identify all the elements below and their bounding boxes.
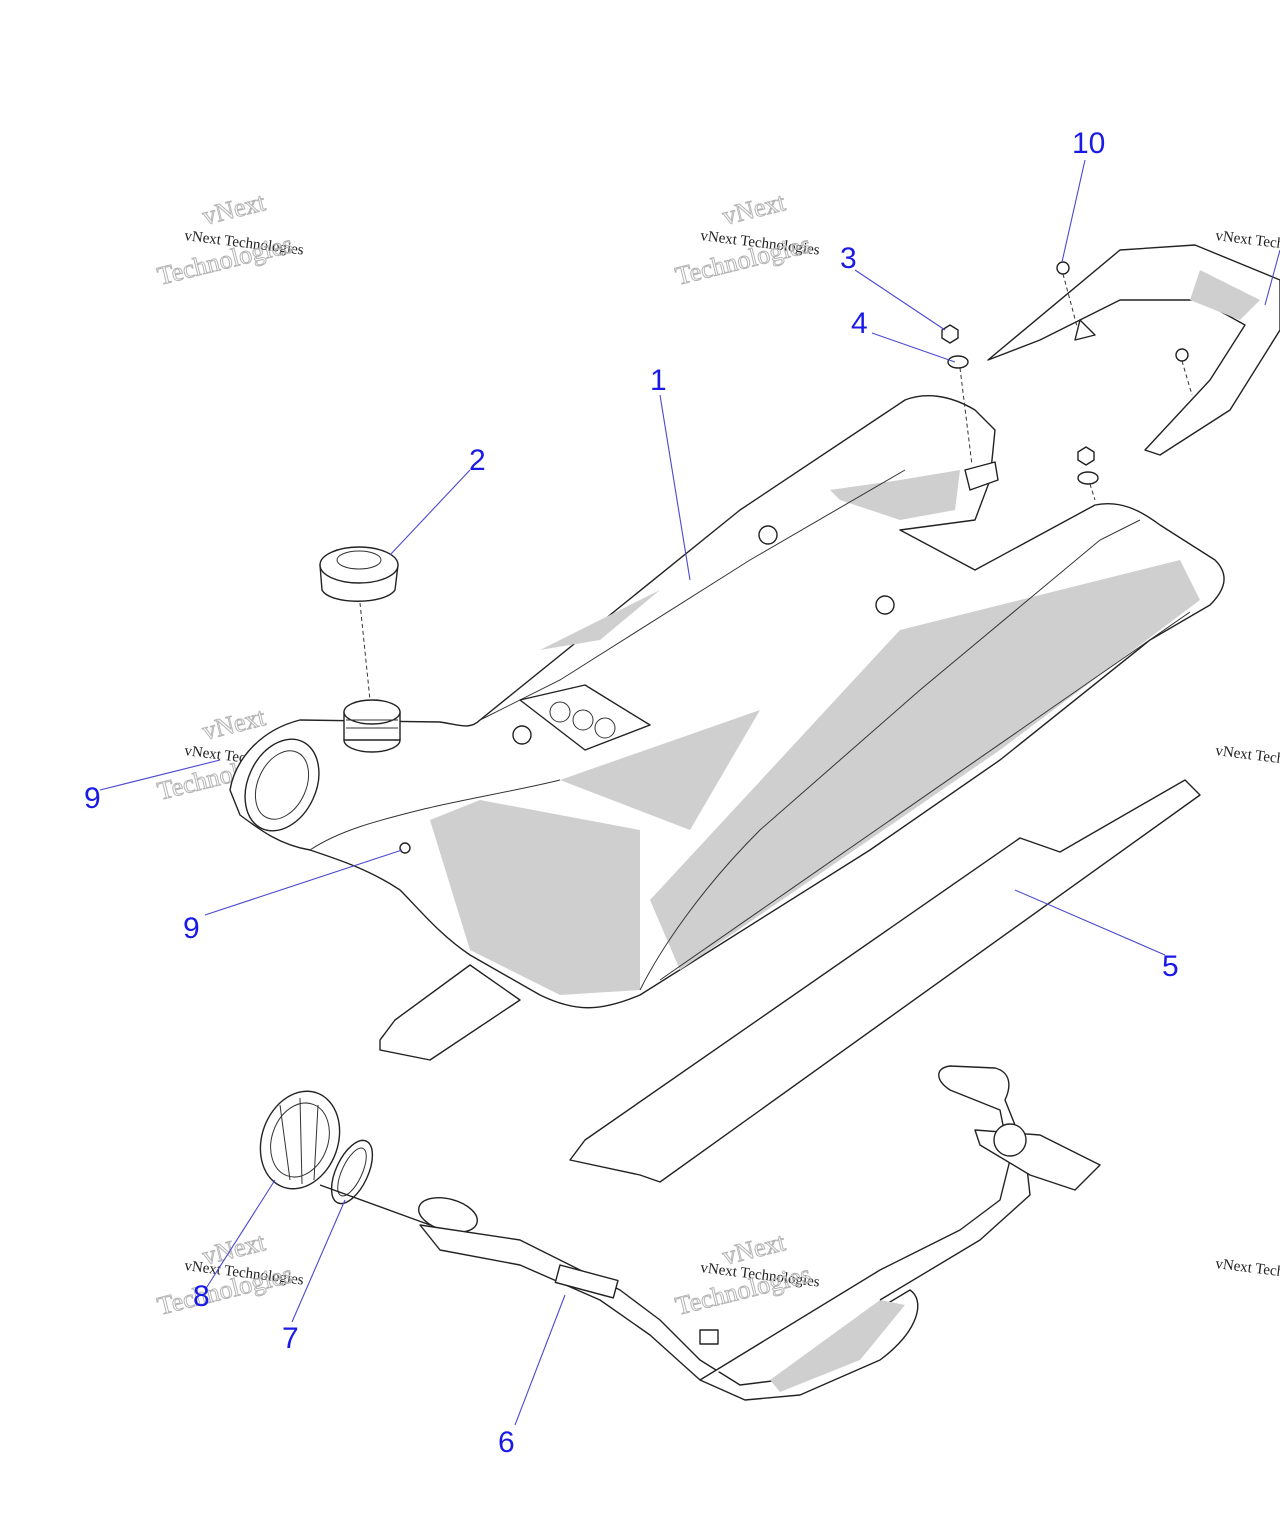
part-1-fuel-tank	[229, 395, 1225, 1009]
watermark-mid-right: vNext Technologies	[1215, 743, 1280, 774]
svg-text:vNext Technologies: vNext Technologies	[1215, 743, 1280, 774]
callout-1: 1	[650, 364, 667, 397]
watermark-bottom-right: vNext Technologies	[1215, 1256, 1280, 1287]
callout-8: 8	[193, 1280, 210, 1313]
watermark-bottom-center: vNext vNext Technologies Technologies	[672, 1227, 821, 1322]
callout-9-lower: 9	[183, 912, 200, 945]
callout-2: 2	[469, 444, 486, 477]
callout-5: 5	[1162, 950, 1179, 983]
svg-text:vNext Technologies: vNext Technologies	[1215, 228, 1280, 259]
part-5-pad-left	[379, 964, 521, 1061]
watermark-bottom-left: vNext vNext Technologies Technologies	[154, 1227, 305, 1322]
svg-text:vNext: vNext	[719, 187, 788, 231]
watermark-top-center: vNext vNext Technologies Technologies	[672, 187, 821, 292]
svg-text:vNext: vNext	[199, 702, 268, 746]
part-5-pad-right	[569, 779, 1201, 1183]
callout-4: 4	[851, 307, 868, 340]
part-2-fuel-cap	[319, 546, 399, 701]
watermark-top-left: vNext vNext Technologies Technologies	[154, 187, 305, 292]
part-10-heat-shield	[987, 244, 1280, 456]
part-3-nut	[941, 324, 1095, 466]
callout-7: 7	[282, 1322, 299, 1355]
callout-6: 6	[498, 1426, 515, 1459]
part-6-fuel-pump	[319, 1065, 1101, 1401]
part-7-seal	[330, 1139, 374, 1205]
svg-text:vNext: vNext	[199, 187, 268, 231]
svg-text:vNext Technologies: vNext Technologies	[1215, 1256, 1280, 1287]
part-8-retainer	[259, 1090, 341, 1190]
watermark-top-right: vNext Technologies	[1215, 228, 1280, 259]
callout-3: 3	[840, 242, 857, 275]
leader-lines	[99, 159, 1280, 1426]
part-4-washer	[947, 355, 1099, 501]
callout-10: 10	[1072, 127, 1105, 160]
callout-9-upper: 9	[84, 782, 101, 815]
